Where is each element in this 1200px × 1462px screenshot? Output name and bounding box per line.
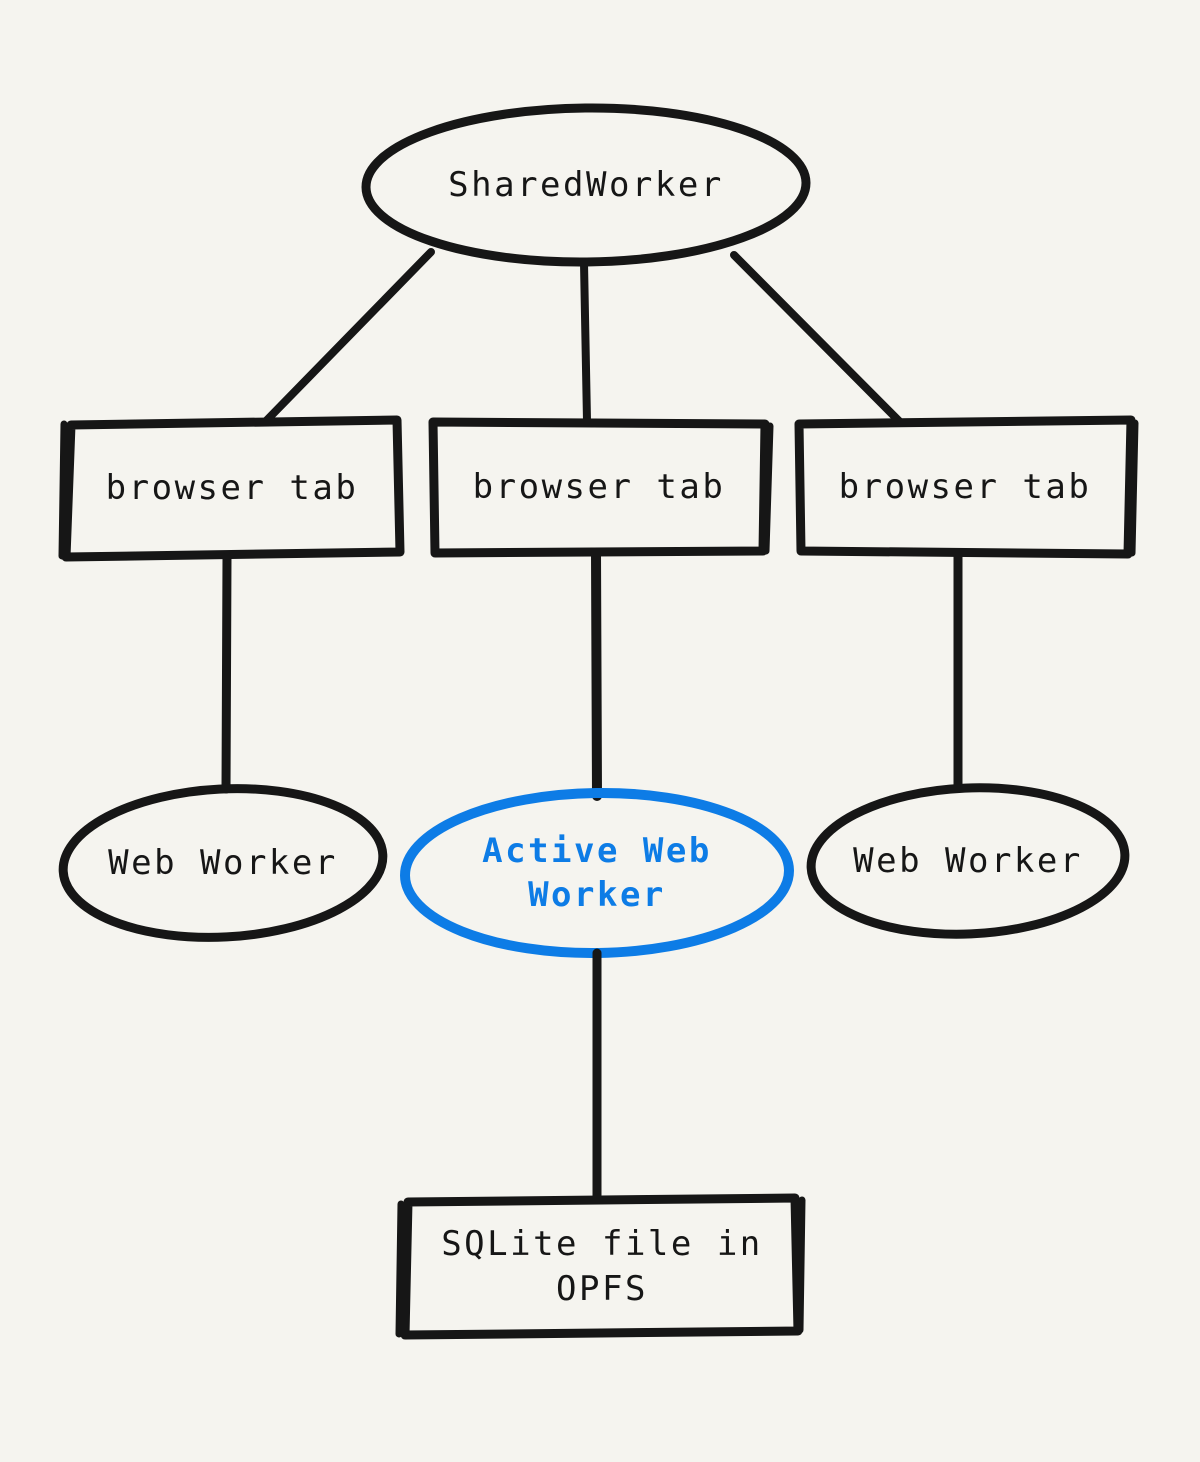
browser-tab-center-label: browser tab [472, 466, 726, 507]
sqlite-box-edge-left [395, 1200, 405, 1338]
sqlite-box-edge-right [796, 1196, 806, 1334]
shared-worker-label: SharedWorker [448, 164, 724, 205]
edge-tab-center-activeworker [591, 548, 602, 801]
browser-tab-left-box-edge [58, 420, 68, 560]
sqlite-file-label: SQLite file in OPFS [441, 1224, 786, 1309]
browser-tab-left-box [61, 415, 405, 562]
browser-tab-center-box-edge [762, 422, 774, 555]
web-worker-right-ellipse [806, 783, 1130, 939]
edge-sharedworker-tab-right [730, 251, 903, 425]
edge-sharedworker-tab-left [262, 248, 435, 425]
browser-tab-right-label: browser tab [838, 466, 1092, 507]
browser-tab-right-box-edge [1128, 419, 1139, 557]
browser-tab-left-label: browser tab [105, 467, 359, 508]
edge-tab-left-worker [221, 552, 232, 794]
active-web-worker-label: Active Web Worker [482, 830, 735, 915]
web-worker-left-label: Web Worker [108, 842, 338, 883]
browser-tab-right-box [794, 415, 1136, 559]
edge-sharedworker-tab-center [580, 259, 591, 425]
web-worker-right-label: Web Worker [853, 840, 1083, 881]
web-worker-left-ellipse [58, 784, 388, 942]
